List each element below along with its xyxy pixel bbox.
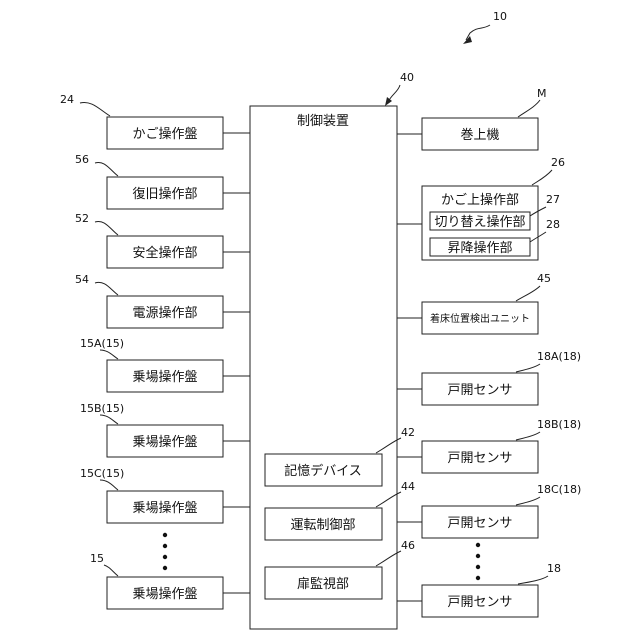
door-sensor-label-2: 戸開センサ: [447, 451, 512, 466]
inner-label-1: 記憶デバイス: [284, 463, 362, 479]
controller-label: 制御装置: [297, 114, 349, 129]
left-label-2: 復旧操作部: [132, 186, 197, 202]
left-item-8: 乗場操作盤 15: [90, 552, 250, 609]
door-sensor-label-1: 戸開センサ: [447, 383, 512, 398]
inner-ref-3: 46: [401, 539, 415, 552]
controller-ref: 40: [400, 71, 414, 84]
left-ref-5: 15A(15): [80, 337, 124, 350]
left-item-1: かご操作盤 24: [60, 93, 250, 149]
left-item-7: 乗場操作盤 15C(15): [80, 467, 250, 523]
left-label-8: 乗場操作盤: [132, 586, 197, 602]
controller-ref-arrow: [385, 97, 392, 106]
hoist-ref: M: [537, 87, 547, 100]
left-label-4: 電源操作部: [132, 305, 197, 321]
updown-op-label: 昇降操作部: [447, 240, 512, 256]
hoist-label: 巻上機: [460, 128, 499, 143]
left-ellipsis: [163, 533, 167, 570]
left-ref-1: 24: [60, 93, 74, 106]
landing-detector-label: 着床位置検出ユニット: [430, 312, 530, 325]
right-landing-detector: 着床位置検出ユニット 45: [397, 272, 551, 334]
left-label-1: かご操作盤: [132, 126, 197, 142]
left-item-5: 乗場操作盤 15A(15): [80, 337, 250, 392]
controller-box: [250, 106, 397, 629]
switch-op-ref: 27: [546, 193, 560, 206]
right-car-top: かご上操作部 26 切り替え操作部 27 昇降操作部 28: [397, 156, 565, 260]
door-sensor-ref-3: 18C(18): [537, 483, 581, 496]
switch-op-label: 切り替え操作部: [434, 214, 525, 230]
door-sensor-label-4: 戸開センサ: [447, 595, 512, 610]
door-sensor-ref-4: 18: [547, 562, 561, 575]
left-ref-3: 52: [75, 212, 89, 225]
inner-ref-2: 44: [401, 480, 415, 493]
inner-label-3: 扉監視部: [297, 576, 349, 592]
car-top-label: かご上操作部: [441, 192, 519, 208]
left-item-4: 電源操作部 54: [75, 273, 250, 328]
updown-op-ref: 28: [546, 218, 560, 231]
landing-detector-ref: 45: [537, 272, 551, 285]
left-label-7: 乗場操作盤: [132, 500, 197, 516]
left-ref-4: 54: [75, 273, 89, 286]
left-ref-6: 15B(15): [80, 402, 124, 415]
left-label-6: 乗場操作盤: [132, 434, 197, 450]
left-label-3: 安全操作部: [132, 245, 197, 261]
left-item-2: 復旧操作部 56: [75, 153, 250, 209]
right-door-sensor-1: 戸開センサ 18A(18): [397, 350, 581, 405]
left-item-6: 乗場操作盤 15B(15): [80, 402, 250, 457]
left-ref-7: 15C(15): [80, 467, 124, 480]
door-sensor-ref-1: 18A(18): [537, 350, 581, 363]
left-ref-2: 56: [75, 153, 89, 166]
right-door-sensor-3: 戸開センサ 18C(18): [397, 483, 581, 538]
right-door-sensor-2: 戸開センサ 18B(18): [397, 418, 581, 473]
left-item-3: 安全操作部 52: [75, 212, 250, 268]
inner-label-2: 運転制御部: [290, 518, 355, 533]
right-hoist: 巻上機 M: [397, 87, 547, 150]
car-top-ref: 26: [551, 156, 565, 169]
door-sensor-label-3: 戸開センサ: [447, 516, 512, 531]
figure-ref-label: 10: [493, 10, 507, 23]
inner-ref-1: 42: [401, 426, 415, 439]
door-sensor-ref-2: 18B(18): [537, 418, 581, 431]
right-ellipsis: [476, 543, 480, 580]
right-door-sensor-4: 戸開センサ 18: [397, 562, 561, 617]
left-label-5: 乗場操作盤: [132, 369, 197, 385]
left-ref-8: 15: [90, 552, 104, 565]
